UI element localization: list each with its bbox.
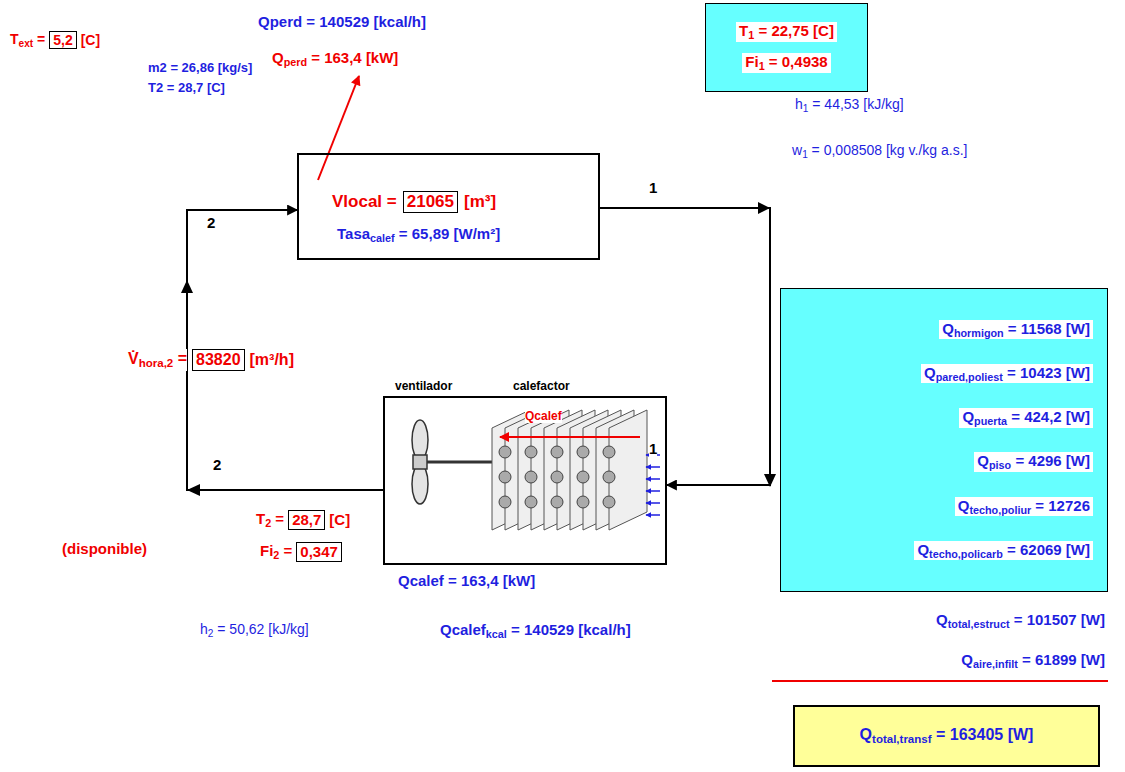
heat-sum: Qtotal,estruct = 101507 [W] xyxy=(936,611,1105,631)
node-text: Qpuerta = 424,2 [W] xyxy=(959,408,1093,428)
mass-flow: m2 = 26,86 [kg/s] xyxy=(148,60,252,76)
total-box: Qtotal,transf = 163405 [W] xyxy=(793,705,1100,767)
variable-name: Text = xyxy=(10,31,45,50)
variable-name: T2 = xyxy=(256,510,284,530)
fan-symbol xyxy=(412,420,494,504)
air-flow-line xyxy=(600,208,770,485)
heat-sum: Qaire,infilt = 61899 [W] xyxy=(961,651,1105,671)
node-text: [m³] xyxy=(464,192,496,212)
state-number: 2 xyxy=(213,456,221,474)
value-box: 0,347 xyxy=(296,542,342,562)
heater-coil xyxy=(492,410,647,530)
node-text: ventilador xyxy=(395,379,452,393)
air-handler-box: ventiladorcalefactorQcalef xyxy=(383,396,667,565)
unit-label: [m³/h] xyxy=(250,350,294,369)
air-inlet-arrows xyxy=(646,455,660,515)
node-text: Qpared,poliest = 10423 [W] xyxy=(921,364,1093,384)
value-box: 28,7 xyxy=(288,510,325,530)
enthalpy: h2 = 50,62 [kJ/kg] xyxy=(200,621,309,640)
node-text: Fi1 = 0,4938 xyxy=(742,53,830,73)
heater-power: Qcalef = 163,4 [kW] xyxy=(398,572,535,590)
supply-temp: T2 = 28,7 [C] xyxy=(148,80,225,96)
room-box: Vlocal = [m³] Tasacalef = 65,89 [W/m²] 2106… xyxy=(297,153,600,260)
value-text: 0,347 xyxy=(300,543,338,561)
value-text: 21065 xyxy=(407,192,454,212)
heat-loss-table: Qhormigon = 11568 [W] Qpared,poliest = 10… xyxy=(780,288,1108,592)
node-text: Qhormigon = 11568 [W] xyxy=(939,320,1093,340)
unit-label: [C] xyxy=(81,32,100,49)
value-text: 83820 xyxy=(196,350,241,369)
value-box: 21065 xyxy=(403,191,458,213)
unit-label: [C] xyxy=(329,511,350,529)
humidity-ratio: w1 = 0,008508 [kg v./kg a.s.] xyxy=(792,142,967,161)
node-text: Qcalef xyxy=(525,409,562,423)
variable-name: V̇hora,2 = xyxy=(128,349,187,371)
node-text: Qtotal,transf = 163405 [W] xyxy=(860,725,1034,747)
state-box: T1 = 22,75 [C] Fi1 = 0,4938 xyxy=(705,3,868,92)
value-text: 28,7 xyxy=(292,511,321,529)
note: (disponible) xyxy=(62,540,147,558)
node-text: Tasacalef = 65,89 [W/m²] xyxy=(337,225,500,245)
node-text: Qpiso = 4296 [W] xyxy=(974,452,1093,472)
node-text: T1 = 22,75 [C] xyxy=(736,22,837,42)
heat-loss-kw: Qperd = 163,4 [kW] xyxy=(272,49,398,69)
value-box: 5,2 xyxy=(49,31,76,50)
enthalpy: h1 = 44,53 [kJ/kg] xyxy=(795,96,904,115)
heater-power-kcal: Qcalefkcal = 140529 [kcal/h] xyxy=(440,621,631,641)
value-text: 5,2 xyxy=(53,32,72,49)
node-text: Vlocal = xyxy=(332,192,397,212)
state-number: 1 xyxy=(649,440,657,458)
heat-loss-leader xyxy=(318,76,359,180)
value-box: 83820 xyxy=(192,349,245,370)
node-text: Qtecho,poliur = 12726 xyxy=(955,497,1093,517)
state-number: 1 xyxy=(649,179,657,197)
node-text: calefactor xyxy=(513,379,570,393)
air-flow-line xyxy=(187,210,383,490)
variable-name: Fi2 = xyxy=(260,542,292,562)
heat-loss-kcal: Qperd = 140529 [kcal/h] xyxy=(258,13,426,31)
state-number: 2 xyxy=(207,214,215,232)
heat-arrow xyxy=(500,436,640,438)
sum-rule xyxy=(772,680,1108,682)
node-text: Qtecho,policarb = 62069 [W] xyxy=(914,541,1093,561)
